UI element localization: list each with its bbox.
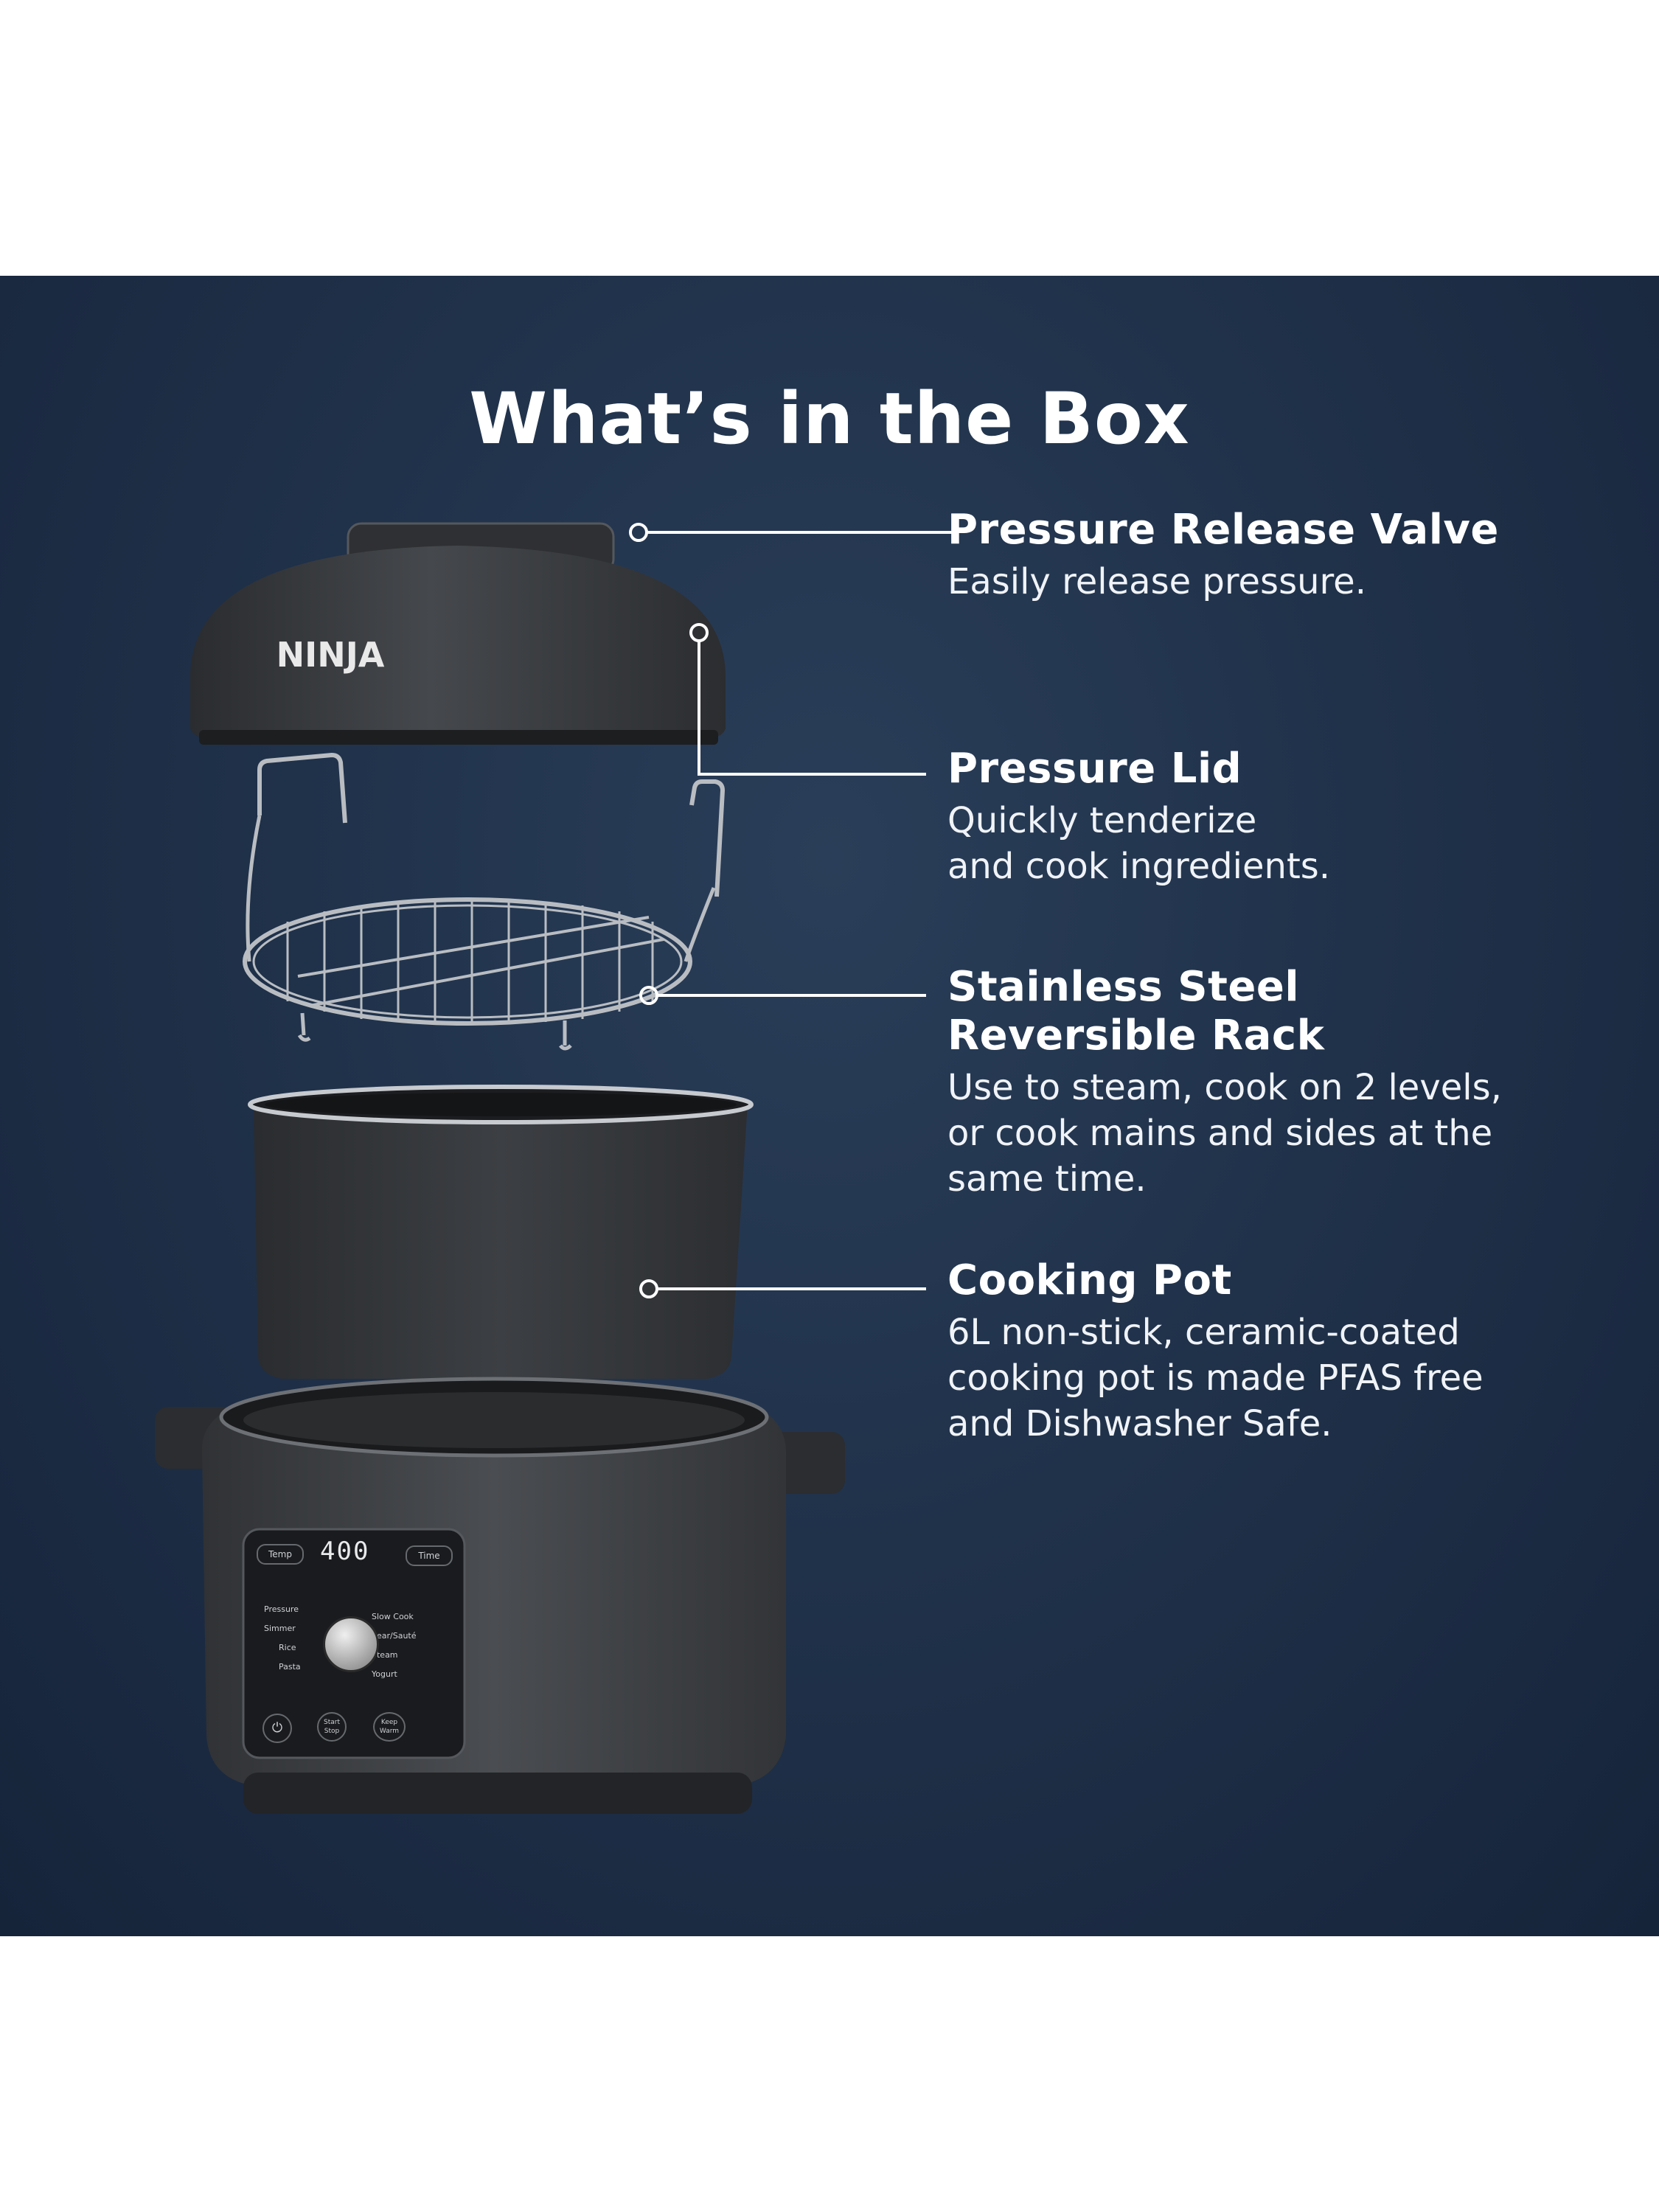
power-button[interactable]: ⏻ <box>262 1714 292 1743</box>
callout-dot-pot <box>639 1279 658 1298</box>
function-simmer[interactable]: Simmer <box>264 1624 296 1633</box>
right-function-list: Slow Cook Sear/Sauté Steam Yogurt <box>372 1607 417 1684</box>
function-pasta[interactable]: Pasta <box>279 1662 301 1672</box>
cooker-base <box>155 1377 845 1814</box>
feature-reversible-rack: Stainless Steel Reversible Rack Use to s… <box>947 963 1611 1202</box>
feature-description: Quickly tenderize and cook ingredients. <box>947 800 1331 887</box>
appliance-illustration: NINJA <box>155 522 845 1814</box>
function-pressure[interactable]: Pressure <box>264 1604 299 1614</box>
callout-lines <box>629 523 953 1298</box>
feature-description: Easily release pressure. <box>947 561 1366 602</box>
page-title: What’s in the Box <box>469 378 1190 460</box>
callout-dot-lid <box>689 623 709 642</box>
feature-description: Use to steam, cook on 2 levels, or cook … <box>947 1067 1502 1200</box>
left-function-list: Pressure Simmer Rice Pasta <box>264 1600 301 1677</box>
callout-dot-valve <box>629 523 648 542</box>
feature-heading: Cooking Pot <box>947 1256 1232 1304</box>
function-sear-saute[interactable]: Sear/Sauté <box>372 1631 417 1641</box>
temp-button[interactable]: Temp <box>257 1544 304 1565</box>
feature-heading: Pressure Lid <box>947 745 1242 793</box>
function-slow-cook[interactable]: Slow Cook <box>372 1612 414 1621</box>
start-stop-button[interactable]: Start Stop <box>317 1712 347 1742</box>
selector-dial[interactable] <box>323 1616 379 1672</box>
reversible-rack <box>243 752 726 1051</box>
function-yogurt[interactable]: Yogurt <box>372 1669 397 1679</box>
digital-display: 400 <box>320 1537 370 1566</box>
product-panel: What’s in the Box NINJA <box>0 276 1659 1936</box>
pressure-lid: NINJA <box>190 522 726 745</box>
function-rice[interactable]: Rice <box>279 1643 296 1652</box>
feature-cooking-pot: Cooking Pot 6L non-stick, ceramic-coated… <box>947 1256 1611 1447</box>
callout-dot-rack <box>639 986 658 1005</box>
feature-pressure-release-valve: Pressure Release Valve Easily release pr… <box>947 506 1611 605</box>
cooking-pot <box>248 1085 754 1379</box>
ninja-logo: NINJA <box>276 635 385 675</box>
feature-heading: Pressure Release Valve <box>947 506 1499 554</box>
time-button[interactable]: Time <box>406 1545 453 1566</box>
control-panel: Temp 400 Time Pressure Simmer Rice Pasta… <box>243 1529 465 1758</box>
feature-heading: Stainless Steel Reversible Rack <box>947 963 1325 1060</box>
function-steam[interactable]: Steam <box>372 1650 398 1660</box>
keep-warm-button[interactable]: Keep Warm <box>373 1712 406 1742</box>
feature-pressure-lid: Pressure Lid Quickly tenderize and cook … <box>947 745 1611 889</box>
feature-description: 6L non-stick, ceramic-coated cooking pot… <box>947 1312 1484 1444</box>
